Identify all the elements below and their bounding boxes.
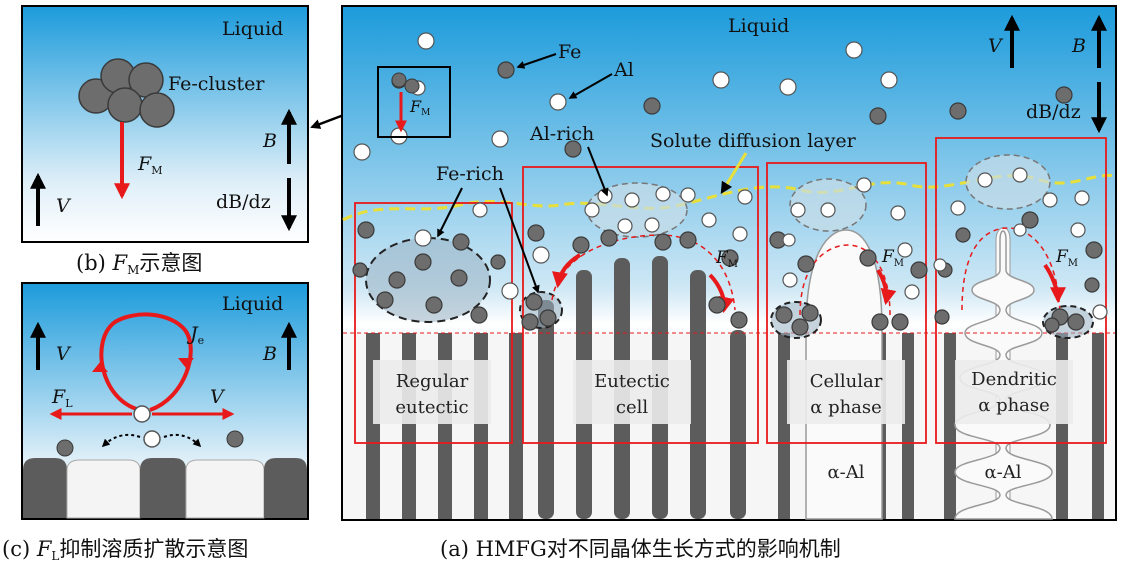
region-4-line1: Dendritic xyxy=(971,369,1057,390)
fe-atom xyxy=(226,430,244,448)
panel-c-solid xyxy=(23,458,307,519)
panel-c: Liquid Je FL V V B xyxy=(21,282,309,520)
panel-c-v-right-label: V xyxy=(210,386,226,408)
inset-fm-sub: M xyxy=(421,108,430,118)
region-box-dendritic xyxy=(935,137,1107,444)
panel-b-fm-sub: M xyxy=(151,164,162,177)
panel-c-caption-symbol: F xyxy=(36,537,53,561)
panel-a-liquid-label: Liquid xyxy=(728,15,789,37)
svg-text:FM: FM xyxy=(409,97,430,118)
panel-c-caption-text: 抑制溶质扩散示意图 xyxy=(59,537,248,561)
al-rich-zone xyxy=(965,154,1051,210)
fe-rich-zone xyxy=(365,237,491,323)
panel-b-caption-symbol: F xyxy=(112,251,129,275)
svg-text:FL: FL xyxy=(51,386,73,410)
region-4-line2: α phase xyxy=(978,395,1050,416)
region-2-line2: cell xyxy=(616,397,648,418)
region-3-line1: Cellular xyxy=(810,371,883,392)
panel-c-caption-sub: L xyxy=(51,549,59,563)
diffusion-layer-label: Solute diffusion layer xyxy=(650,130,857,152)
panel-b-b-label: B xyxy=(262,130,277,152)
panel-b-caption-sub: M xyxy=(127,263,139,277)
panel-b-caption-text: 示意图 xyxy=(139,251,202,275)
panel-b-fm-symbol: F xyxy=(137,153,152,175)
svg-text:FM: FM xyxy=(137,153,162,177)
fm-inset-box xyxy=(377,66,451,138)
region-box-cellular xyxy=(766,162,927,444)
region-box-eutectic-cell xyxy=(522,166,759,444)
panel-a-v-label: V xyxy=(988,35,1004,57)
inset-fm-symbol: F xyxy=(409,97,422,116)
svg-text:FM: FM xyxy=(1055,247,1078,269)
svg-text:FM: FM xyxy=(881,247,904,269)
svg-text:(c) FL抑制溶质扩散示意图: (c) FL抑制溶质扩散示意图 xyxy=(2,537,248,563)
fe-atom xyxy=(56,439,74,457)
fm-label-eutectic: F xyxy=(715,248,729,268)
al-atom xyxy=(133,405,151,423)
panel-c-liquid-label: Liquid xyxy=(222,293,283,315)
fl-sub: L xyxy=(65,397,73,410)
fm-flow-arrow xyxy=(1043,263,1066,304)
panel-b: Liquid Fe-cluster FM B dB/dz V xyxy=(21,5,309,243)
al-atom xyxy=(143,430,161,448)
panel-b-v-label: V xyxy=(56,195,72,217)
fe-atoms xyxy=(352,61,1103,336)
fm-flow-arrow xyxy=(876,268,897,306)
current-loop xyxy=(99,312,193,412)
current-sub: e xyxy=(198,334,205,347)
panel-c-caption-prefix: (c) xyxy=(2,537,37,561)
fm-label-cellular: F xyxy=(881,247,895,267)
al-label: Al xyxy=(613,59,634,81)
panel-a: Regular eutectic Eutectic cell Cellular … xyxy=(341,5,1117,521)
region-1-line2: eutectic xyxy=(395,397,468,418)
alpha-al-label-2: α-Al xyxy=(985,462,1022,483)
al-rich-label: Al-rich xyxy=(529,123,594,145)
fe-cluster-label: Fe-cluster xyxy=(168,73,265,95)
svg-text:FM: FM xyxy=(715,248,738,270)
fm-sub-dendritic: M xyxy=(1068,258,1078,269)
region-3-line2: α phase xyxy=(810,397,882,418)
svg-text:(b) FM示意图: (b) FM示意图 xyxy=(76,251,202,277)
panel-b-caption-prefix: (b) xyxy=(76,251,113,275)
fl-symbol: F xyxy=(51,386,66,408)
panel-a-dbdz-label: dB/dz xyxy=(1026,101,1081,123)
svg-text:Je: Je xyxy=(186,323,204,347)
region-2-line1: Eutectic xyxy=(594,371,670,392)
fe-rich-label: Fe-rich xyxy=(436,163,504,185)
fm-label-dendritic: F xyxy=(1055,247,1069,267)
fm-sub-eutectic: M xyxy=(728,259,738,270)
panel-b-dbdz-label: dB/dz xyxy=(216,191,271,213)
panel-c-b-label: B xyxy=(262,343,277,365)
panel-c-v-left-label: V xyxy=(56,343,72,365)
panel-b-liquid-label: Liquid xyxy=(222,18,283,40)
fm-sub-cellular: M xyxy=(894,258,904,269)
fe-cluster xyxy=(78,58,175,128)
fm-flow-arrow xyxy=(552,253,582,289)
panel-a-caption: (a) HMFG对不同晶体生长方式的影响机制 xyxy=(440,537,841,561)
panel-a-b-label: B xyxy=(1071,35,1086,57)
region-1-line1: Regular xyxy=(396,371,469,392)
fe-label: Fe xyxy=(558,41,581,63)
alpha-al-label-1: α-Al xyxy=(828,462,865,483)
region-box-regular-eutectic xyxy=(354,202,513,444)
current-symbol: J xyxy=(186,323,199,345)
